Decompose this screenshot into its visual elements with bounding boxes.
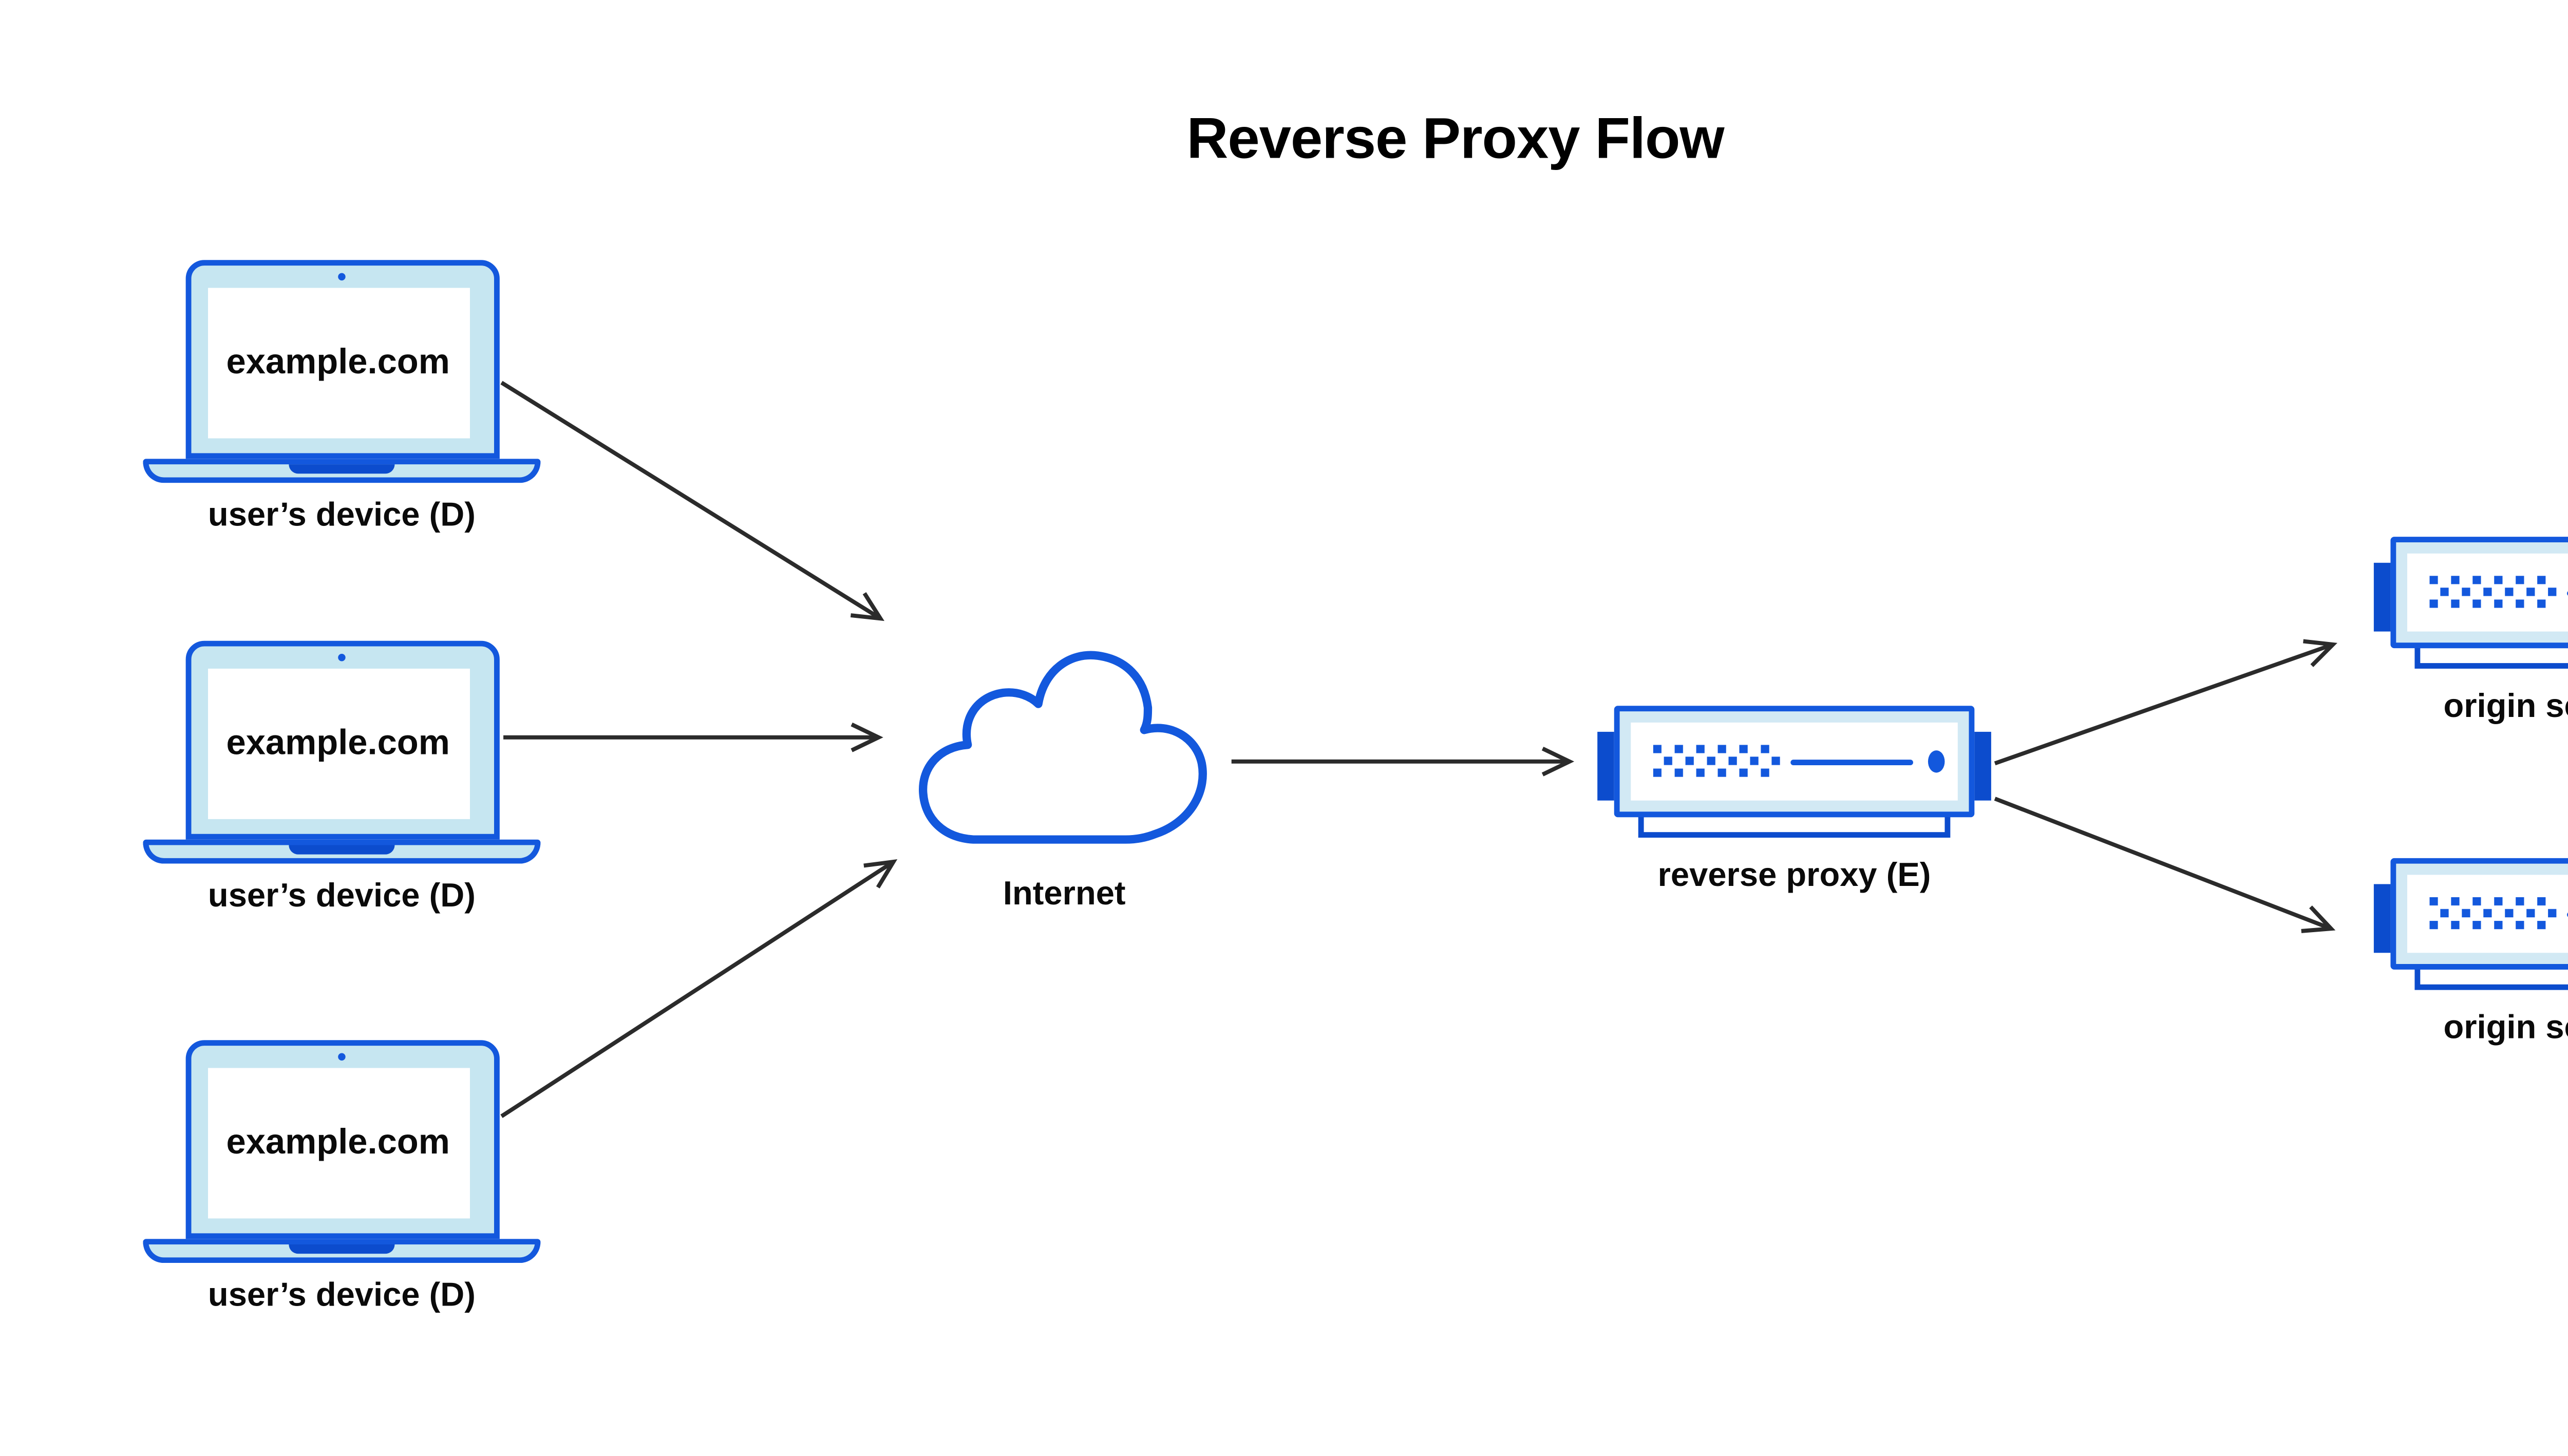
laptop-notch-icon	[289, 464, 395, 474]
server-front-panel	[1631, 722, 1958, 801]
server-slot-line-icon	[2567, 590, 2568, 596]
arrow-proxy-to-origin2	[1994, 797, 2336, 933]
laptop-screen-icon: example.com	[184, 1040, 499, 1239]
origin-server-node-1: origin server (F)	[2373, 537, 2568, 724]
user-device-label: user’s device (D)	[207, 496, 476, 533]
server-side-tab-icon	[2373, 884, 2391, 953]
server-slot-line-icon	[1790, 759, 1913, 765]
server-slot-line-icon	[2567, 911, 2568, 917]
internet-cloud-icon	[919, 651, 1207, 844]
server-side-tab-icon	[1597, 731, 1614, 801]
laptop-display: example.com	[207, 668, 469, 819]
laptop-display: example.com	[207, 288, 469, 439]
server-side-tab-icon	[2373, 562, 2391, 632]
page-title: Reverse Proxy Flow	[1186, 106, 1724, 171]
laptop-base-icon	[143, 839, 541, 864]
user-device-label: user’s device (D)	[207, 1276, 476, 1313]
arrow-device3-to-internet	[500, 859, 898, 1118]
reverse-proxy-node: reverse proxy (E)	[1597, 706, 1991, 894]
laptop-screen-icon: example.com	[184, 260, 499, 459]
internet-label: Internet	[1003, 875, 1126, 912]
laptop-notch-icon	[289, 1244, 395, 1254]
device-screen-text: example.com	[226, 343, 450, 382]
server-led-icon	[1928, 750, 1945, 773]
server-vent-dots-icon	[2429, 576, 2557, 608]
device-screen-text: example.com	[226, 1123, 450, 1162]
arrow-proxy-to-origin1	[1994, 639, 2337, 766]
user-device-node-2: example.com user’s device (D)	[143, 640, 541, 916]
user-device-label: user’s device (D)	[207, 876, 476, 914]
laptop-base-icon	[143, 459, 541, 483]
origin-server-label: origin server (F)	[2443, 687, 2568, 725]
server-front-panel	[2407, 875, 2568, 953]
server-icon	[2390, 537, 2568, 649]
internet-node: Internet	[912, 642, 1217, 912]
origin-server-node-2: origin server (F)	[2373, 858, 2568, 1046]
server-vent-dots-icon	[2429, 897, 2557, 930]
laptop-notch-icon	[289, 845, 395, 855]
laptop-screen-icon: example.com	[184, 640, 499, 840]
origin-server-label: origin server (F)	[2443, 1008, 2568, 1046]
camera-dot-icon	[338, 1053, 346, 1061]
server-side-tab-icon	[1974, 731, 1991, 801]
server-front-panel	[2407, 553, 2568, 632]
server-icon	[2390, 858, 2568, 970]
server-vent-dots-icon	[1653, 745, 1781, 777]
user-device-node-3: example.com user’s device (D)	[143, 1040, 541, 1315]
reverse-proxy-label: reverse proxy (E)	[1657, 856, 1931, 894]
server-icon	[1614, 706, 1975, 818]
device-screen-text: example.com	[226, 723, 450, 763]
camera-dot-icon	[338, 654, 346, 661]
user-device-node-1: example.com user’s device (D)	[143, 260, 541, 535]
laptop-base-icon	[143, 1239, 541, 1263]
camera-dot-icon	[338, 273, 346, 281]
laptop-display: example.com	[207, 1068, 469, 1219]
arrow-device1-to-internet	[500, 381, 885, 621]
